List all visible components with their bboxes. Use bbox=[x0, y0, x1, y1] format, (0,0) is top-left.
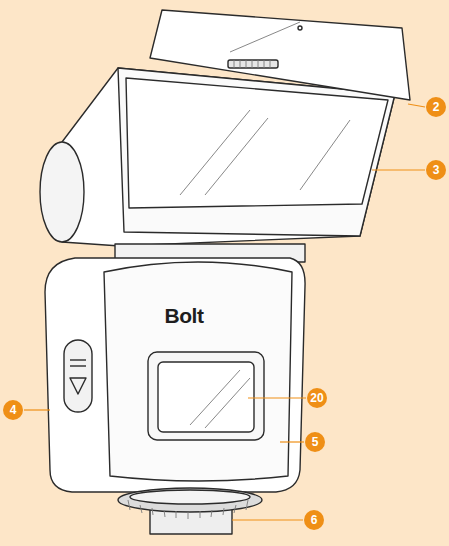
reflection bbox=[300, 120, 350, 190]
pivot-knurl bbox=[234, 60, 270, 68]
callout-number: 3 bbox=[426, 160, 446, 180]
flash-body bbox=[45, 258, 305, 492]
leader-line bbox=[372, 169, 425, 170]
card-pivot bbox=[228, 60, 278, 68]
sensor-window-frame bbox=[148, 352, 264, 440]
head-front bbox=[118, 68, 395, 236]
reflection bbox=[205, 118, 268, 195]
callout-number: 5 bbox=[305, 432, 325, 452]
front-panel bbox=[104, 262, 292, 481]
head-side bbox=[40, 142, 84, 242]
leader-line bbox=[248, 397, 306, 398]
leader-line bbox=[280, 441, 304, 442]
lock-ring-top bbox=[130, 490, 250, 504]
flash-head bbox=[62, 68, 395, 246]
bounce-card bbox=[150, 10, 410, 100]
diffuser-panel bbox=[126, 78, 388, 208]
latch-arrow bbox=[70, 378, 86, 394]
battery-latch bbox=[64, 340, 92, 412]
leader-line bbox=[24, 409, 50, 410]
ring-knurl bbox=[128, 500, 248, 519]
callout-number: 4 bbox=[3, 400, 23, 420]
callout-number: 20 bbox=[307, 388, 327, 408]
leader-line bbox=[232, 519, 303, 520]
callout-number: 2 bbox=[426, 97, 446, 117]
reflection bbox=[230, 22, 300, 52]
callout-number: 6 bbox=[304, 510, 324, 530]
sensor-window bbox=[158, 362, 254, 432]
reflection bbox=[205, 378, 250, 428]
latch-line bbox=[70, 365, 86, 366]
brand-name: Bolt bbox=[165, 304, 204, 328]
card-hole bbox=[298, 26, 302, 30]
leader-line bbox=[408, 104, 425, 107]
latch-line bbox=[70, 359, 86, 360]
lock-ring bbox=[118, 488, 262, 512]
